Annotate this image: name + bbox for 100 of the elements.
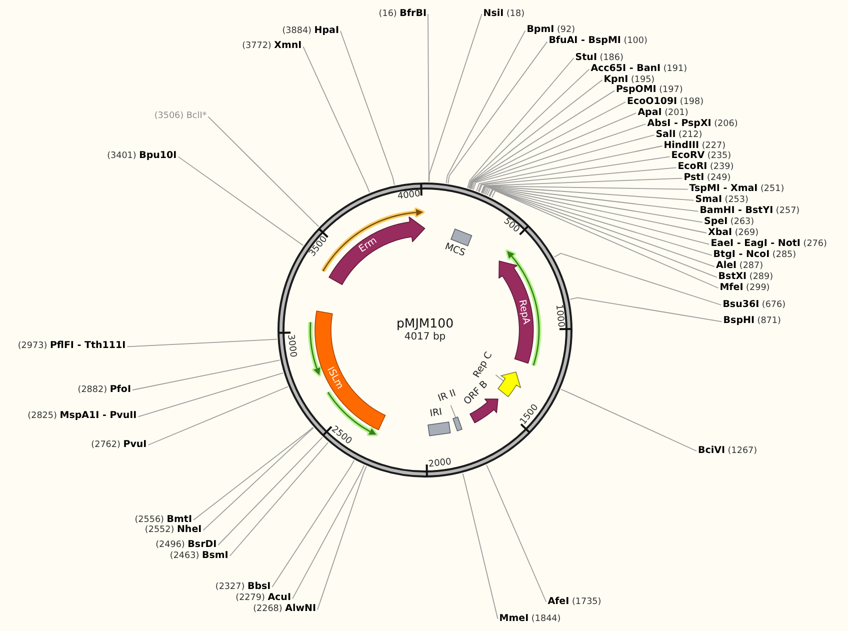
restriction-site-label: MfeI (299) <box>720 282 770 294</box>
leader-line <box>272 460 355 588</box>
leader-line <box>450 404 456 418</box>
restriction-site-label: BtgI - NcoI (285) <box>713 250 796 261</box>
leader-line <box>317 466 367 610</box>
restriction-site-label: (2463) BsmI <box>170 550 228 562</box>
restriction-site-label: (2327) BbsI <box>215 582 271 592</box>
restriction-site-label: (2825) MspA1I - PvuII <box>28 411 137 422</box>
feature-label: Erm <box>357 236 379 256</box>
restriction-site-label: SalI (212) <box>656 130 702 140</box>
restriction-site-label: (2973) PflFI - Tth111I <box>18 341 126 352</box>
restriction-site-label: BpmI (92) <box>526 25 576 36</box>
leader-line <box>478 156 670 192</box>
leader-line <box>292 464 365 600</box>
leader-line <box>448 41 548 184</box>
restriction-site-label: EcoRI (239) <box>678 162 734 173</box>
leader-line <box>481 185 688 194</box>
restriction-site-label: (3506) BclI* <box>154 111 207 122</box>
restriction-site-label: (2279) AcuI <box>236 593 291 604</box>
restriction-site-label: (3401) Bpu10I <box>107 151 177 162</box>
leader-line <box>467 58 574 188</box>
restriction-site-label: SpeI (263) <box>704 217 754 228</box>
restriction-site-label: StuI (186) <box>575 52 624 64</box>
leader-line <box>462 472 498 620</box>
leader-line <box>428 14 430 182</box>
tick-label: 4000 <box>396 189 421 203</box>
leader-line <box>484 186 703 223</box>
tick-label: 1000 <box>552 304 566 328</box>
restriction-site-label: AfeI (1735) <box>548 596 602 608</box>
leader-line <box>495 374 504 382</box>
leader-line <box>148 386 288 446</box>
leader-line <box>485 187 707 234</box>
leader-line <box>486 464 547 602</box>
leader-line <box>476 146 663 192</box>
leader-line <box>480 178 683 194</box>
restriction-site-label: BspHI (871) <box>723 316 781 327</box>
restriction-site-label: PstI (249) <box>684 173 731 184</box>
feature-label: IR II <box>436 388 458 404</box>
restriction-site-label: ApaI (201) <box>638 108 688 118</box>
restriction-site-label: (2882) PfoI <box>78 384 131 396</box>
restriction-site-label: (2552) NheI <box>144 525 202 536</box>
restriction-site-label: NsiI (18) <box>483 8 525 20</box>
leader-line <box>470 112 637 190</box>
tick-label: 500 <box>500 216 521 236</box>
restriction-site-label: BstXI (289) <box>718 272 774 283</box>
restriction-site-label: HindIII (227) <box>664 140 726 152</box>
restriction-site-label: MmeI (1844) <box>499 614 561 624</box>
leader-line <box>470 102 626 190</box>
restriction-site-label: AleI (287) <box>716 261 764 272</box>
plasmid-name: pMJM100 <box>396 317 454 328</box>
leader-line <box>428 14 482 182</box>
leader-line <box>229 442 329 556</box>
restriction-site-label: Bsu36I (676) <box>722 300 786 310</box>
restriction-site-label: Acc65I - BanI (191) <box>590 64 688 75</box>
feature-label: MCS <box>443 242 467 260</box>
leader-line <box>488 188 712 256</box>
leader-line <box>138 372 284 418</box>
leader-line <box>482 186 699 212</box>
restriction-site-label: (2556) BmtI <box>134 514 192 526</box>
leader-line <box>486 188 710 245</box>
leader-line <box>193 426 314 520</box>
restriction-site-label: EcoO109I (198) <box>627 96 704 108</box>
restriction-site-label: BciVI (1267) <box>698 446 758 456</box>
restriction-site-label: PspOMI (197) <box>616 85 683 96</box>
restriction-site-label: (3772) XmnI <box>242 41 302 52</box>
leader-line <box>202 427 314 531</box>
restriction-site-label: (2762) PvuI <box>91 440 147 450</box>
leader-line <box>470 90 615 190</box>
leader-line <box>469 80 603 189</box>
leader-line <box>126 338 278 348</box>
restriction-site-label: KpnI (195) <box>604 74 655 86</box>
leader-line <box>478 167 677 192</box>
restriction-site-label: BamHI - BstYI (257) <box>700 206 800 217</box>
restriction-site-label: TspMI - XmaI (251) <box>689 184 784 195</box>
restriction-site-label: EcoRV (235) <box>671 151 732 162</box>
tick-label: 3000 <box>284 334 298 358</box>
tick-label: 2000 <box>428 457 452 471</box>
leader-line <box>472 124 646 190</box>
restriction-site-label: SmaI (253) <box>695 195 748 206</box>
leader-line <box>472 134 655 190</box>
plasmid-length: 4017 bp <box>404 332 446 342</box>
leader-line <box>482 186 694 201</box>
restriction-site-label: AbsI - PspXI (206) <box>647 118 738 130</box>
leader-line <box>446 30 526 184</box>
feature-label: IRI <box>429 407 443 420</box>
feature-arc-band <box>497 372 521 398</box>
leader-line <box>178 156 304 246</box>
feature-label: RepA <box>516 298 532 325</box>
leader-line <box>218 436 323 546</box>
restriction-site-label: (16) BfrBI <box>378 8 426 20</box>
leader-line <box>340 30 395 186</box>
leader-line <box>208 116 320 228</box>
restriction-site-label: XbaI (269) <box>708 228 759 238</box>
leader-line <box>570 297 722 322</box>
leader-line <box>302 46 370 193</box>
feature-label: ISLm <box>324 364 346 391</box>
leader-line <box>132 360 280 390</box>
leader-line <box>560 388 697 452</box>
restriction-site-label: EaeI - EagI - NotI (276) <box>710 239 827 250</box>
leader-line <box>554 252 722 306</box>
